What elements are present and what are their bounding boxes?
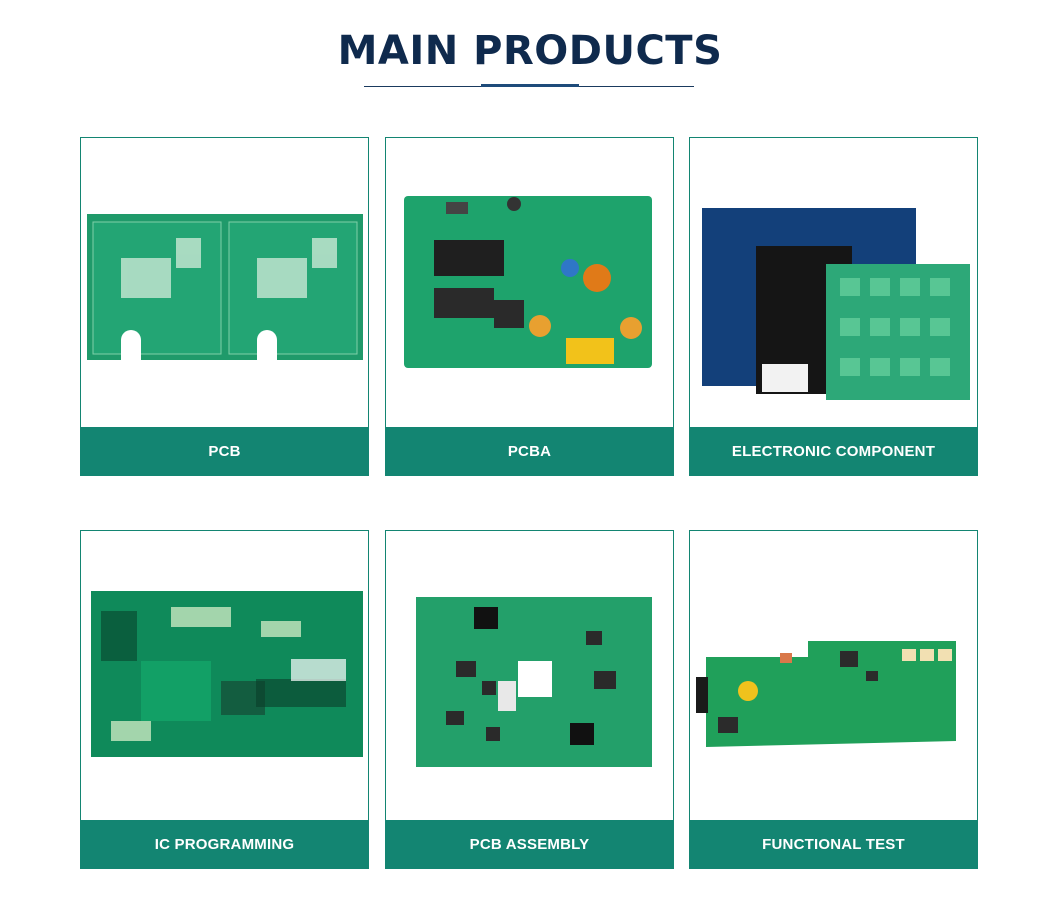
product-card-electronic-component[interactable]: ELECTRONIC COMPONENT: [689, 137, 978, 476]
product-label-functional-test: FUNCTIONAL TEST: [689, 820, 978, 869]
product-card-pcb-assembly[interactable]: PCB ASSEMBLY: [385, 530, 674, 869]
electronic-component-image: [690, 138, 977, 427]
product-label-pcba: PCBA: [385, 427, 674, 476]
pcba-image: [386, 138, 673, 427]
product-card-ic-programming[interactable]: IC PROGRAMMING: [80, 530, 369, 869]
product-label-pcb: PCB: [80, 427, 369, 476]
product-label-ic-programming: IC PROGRAMMING: [80, 820, 369, 869]
product-card-pcba[interactable]: PCBA: [385, 137, 674, 476]
product-label-electronic-component: ELECTRONIC COMPONENT: [689, 427, 978, 476]
pcb-image: [81, 138, 368, 427]
section-title: MAIN PRODUCTS: [337, 28, 723, 74]
functional-test-image: [690, 531, 977, 820]
pcb-assembly-image: [386, 531, 673, 820]
product-card-pcb[interactable]: PCB: [80, 137, 369, 476]
title-underline-accent: [481, 84, 579, 87]
ic-programming-image: [81, 531, 368, 820]
product-label-pcb-assembly: PCB ASSEMBLY: [385, 820, 674, 869]
product-card-functional-test[interactable]: FUNCTIONAL TEST: [689, 530, 978, 869]
